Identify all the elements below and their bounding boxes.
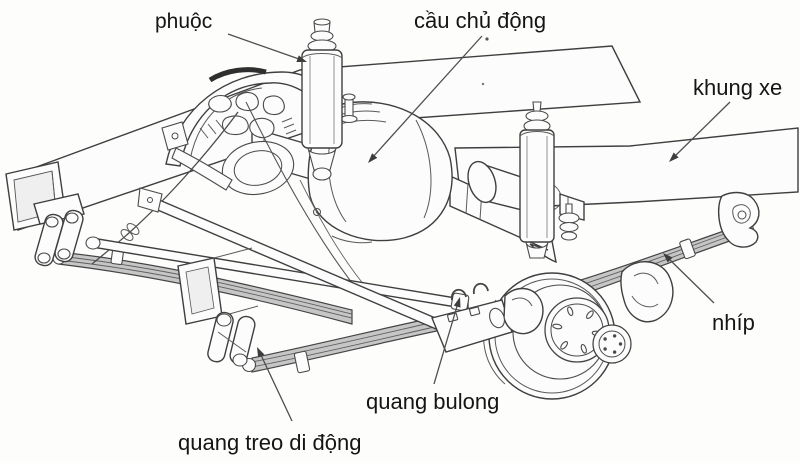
leader-nhip: [663, 253, 715, 304]
leader-quang-bulong: [433, 297, 461, 385]
leader-cau-chu-dong: [368, 35, 483, 163]
leader-khung-xe: [669, 101, 731, 162]
shackle-rear: [717, 191, 760, 248]
far-brake-cluster: [91, 67, 371, 299]
u-bolt-seat: [431, 282, 544, 353]
bump-stop: [558, 203, 580, 241]
shock-absorber-rear: [519, 101, 555, 259]
breather-stud: [340, 93, 358, 124]
leader-phuoc: [227, 33, 307, 62]
shock-absorber-front: [301, 18, 343, 181]
label-quang-treo-di-dong: quang treo di động: [178, 430, 362, 455]
brake-cable: [245, 101, 365, 299]
leader-quang-treo: [257, 347, 293, 422]
brake-hose: [91, 111, 239, 265]
shackle-front-movable: [177, 247, 259, 367]
label-phuoc: phuộc: [155, 10, 212, 33]
hanger-far-spring: [33, 193, 85, 267]
label-khung-xe: khung xe: [693, 75, 782, 100]
label-quang-bulong: quang bulong: [366, 389, 499, 414]
torque-rods: [85, 187, 470, 330]
label-cau-chu-dong: cầu chủ động: [414, 8, 546, 33]
speck: [481, 82, 485, 86]
caliper-bracket: [620, 261, 674, 323]
label-nhip: nhíp: [712, 310, 755, 335]
speck: [485, 37, 489, 41]
